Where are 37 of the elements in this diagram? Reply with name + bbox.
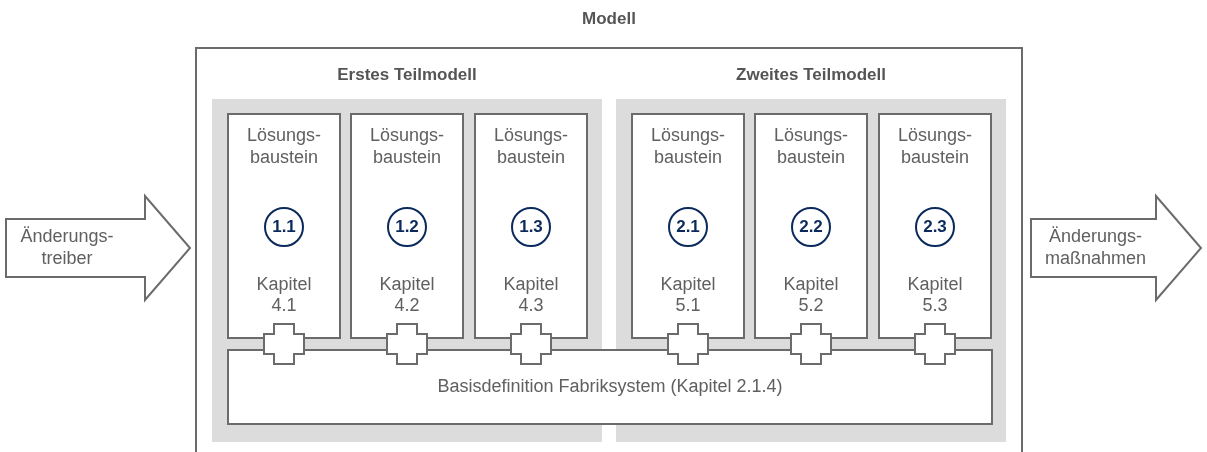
number-circle <box>387 207 427 247</box>
module-title: Lösungs- baustein <box>368 125 446 169</box>
chapter-label: Kapitel 5.3 <box>906 273 964 317</box>
module-number: 1.3 <box>519 217 543 237</box>
group-heading: Zweites Teilmodell <box>735 65 887 85</box>
chapter-label: Kapitel 5.1 <box>659 273 717 317</box>
module-box <box>227 113 341 339</box>
module-title: Lösungs- baustein <box>649 125 727 169</box>
chapter-label: Kapitel 4.3 <box>502 273 560 317</box>
chapter-label: Kapitel 4.1 <box>255 273 313 317</box>
module-number: 1.2 <box>395 217 419 237</box>
module-box <box>754 113 868 339</box>
module-title: Lösungs- baustein <box>896 125 974 169</box>
module-number: 2.1 <box>676 217 700 237</box>
module-box <box>878 113 992 339</box>
module-title: Lösungs- baustein <box>245 125 323 169</box>
module-number: 2.2 <box>799 217 823 237</box>
module-title: Lösungs- baustein <box>492 125 570 169</box>
base-box <box>227 349 993 425</box>
base-label: Basisdefinition Fabriksystem (Kapitel 2.1.4) <box>437 376 783 398</box>
module-number: 2.3 <box>923 217 947 237</box>
arrow-label: Änderungs- maßnahmen <box>1043 226 1148 270</box>
arrow-label: Änderungs- treiber <box>19 226 115 270</box>
module-box <box>631 113 745 339</box>
module-box <box>474 113 588 339</box>
number-circle <box>915 207 955 247</box>
number-circle <box>791 207 831 247</box>
module-box <box>350 113 464 339</box>
number-circle <box>264 207 304 247</box>
chapter-label: Kapitel 4.2 <box>378 273 436 317</box>
group-heading: Erstes Teilmodell <box>336 65 478 85</box>
module-number: 1.1 <box>272 217 296 237</box>
group-heading: Modell <box>581 9 637 29</box>
module-title: Lösungs- baustein <box>772 125 850 169</box>
number-circle <box>511 207 551 247</box>
chapter-label: Kapitel 5.2 <box>782 273 840 317</box>
number-circle <box>668 207 708 247</box>
